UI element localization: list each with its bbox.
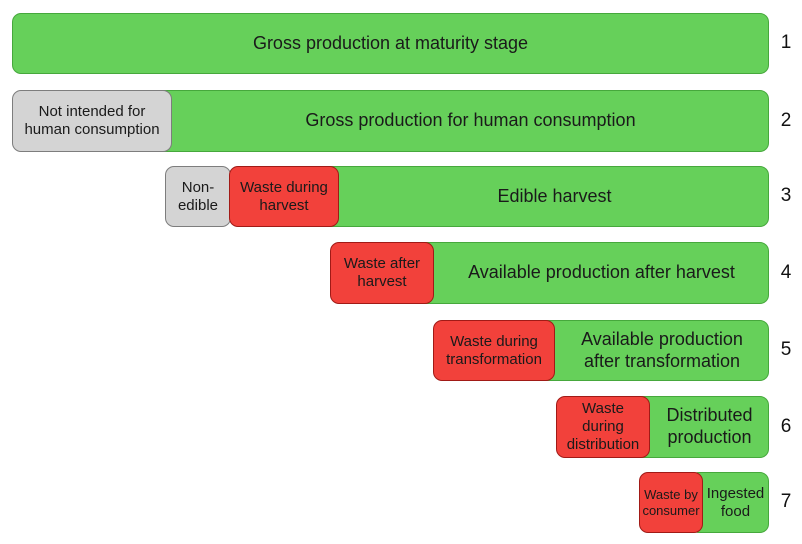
row-7-waste-by-consumer-box: Waste by consumer xyxy=(639,472,703,533)
row-2-human-consumption-bar: Gross production for human consumption xyxy=(150,90,769,152)
row-3-waste-during-harvest-box: Waste during harvest xyxy=(229,166,339,227)
row-3-edible-harvest-bar: Edible harvest xyxy=(320,166,769,227)
row-1-label: Gross production at maturity stage xyxy=(252,32,529,53)
row-2-number: 2 xyxy=(780,110,792,131)
row-5-waste-during-transformation-box: Waste during transformation xyxy=(433,320,555,381)
row-3-non-edible-box: Non- edible xyxy=(165,166,231,227)
row-1-gross-production-bar: Gross production at maturity stage xyxy=(12,13,769,74)
row-3-loss-label: Waste during harvest xyxy=(240,178,328,214)
row-5-loss-label: Waste during transformation xyxy=(446,332,542,368)
row-1-number: 1 xyxy=(780,32,792,53)
row-2-not-intended-box: Not intended for human consumption xyxy=(12,90,172,152)
row-6-waste-during-distribution-box: Waste during distribution xyxy=(556,396,650,458)
row-4-loss-label: Waste after harvest xyxy=(343,255,421,290)
row-4-waste-after-harvest-box: Waste after harvest xyxy=(330,242,434,304)
row-2-label: Gross production for human consumption xyxy=(305,110,636,131)
row-5-label: Available production after transformatio… xyxy=(581,328,743,371)
row-7-loss-label: Waste by consumer xyxy=(642,486,700,518)
row-5-number: 5 xyxy=(780,339,792,360)
row-5-available-after-transformation-bar: Available production after transformatio… xyxy=(537,320,769,381)
row-7-number: 7 xyxy=(780,491,792,512)
row-7-label: Ingested food xyxy=(706,484,765,520)
row-6-number: 6 xyxy=(780,416,792,437)
row-6-distributed-production-bar: Distributed production xyxy=(632,396,769,458)
row-3-label: Edible harvest xyxy=(497,185,612,206)
row-2-loss-label: Not intended for human consumption xyxy=(24,103,160,138)
row-7-ingested-food-bar: Ingested food xyxy=(690,472,769,533)
row-4-label: Available production after harvest xyxy=(468,262,735,283)
row-3-number: 3 xyxy=(780,185,792,206)
row-4-number: 4 xyxy=(780,262,792,283)
row-4-available-after-harvest-bar: Available production after harvest xyxy=(416,242,769,304)
row-6-label: Distributed production xyxy=(666,405,753,447)
row-3-grey-label: Non- edible xyxy=(177,178,219,214)
row-6-loss-label: Waste during distribution xyxy=(566,400,640,453)
